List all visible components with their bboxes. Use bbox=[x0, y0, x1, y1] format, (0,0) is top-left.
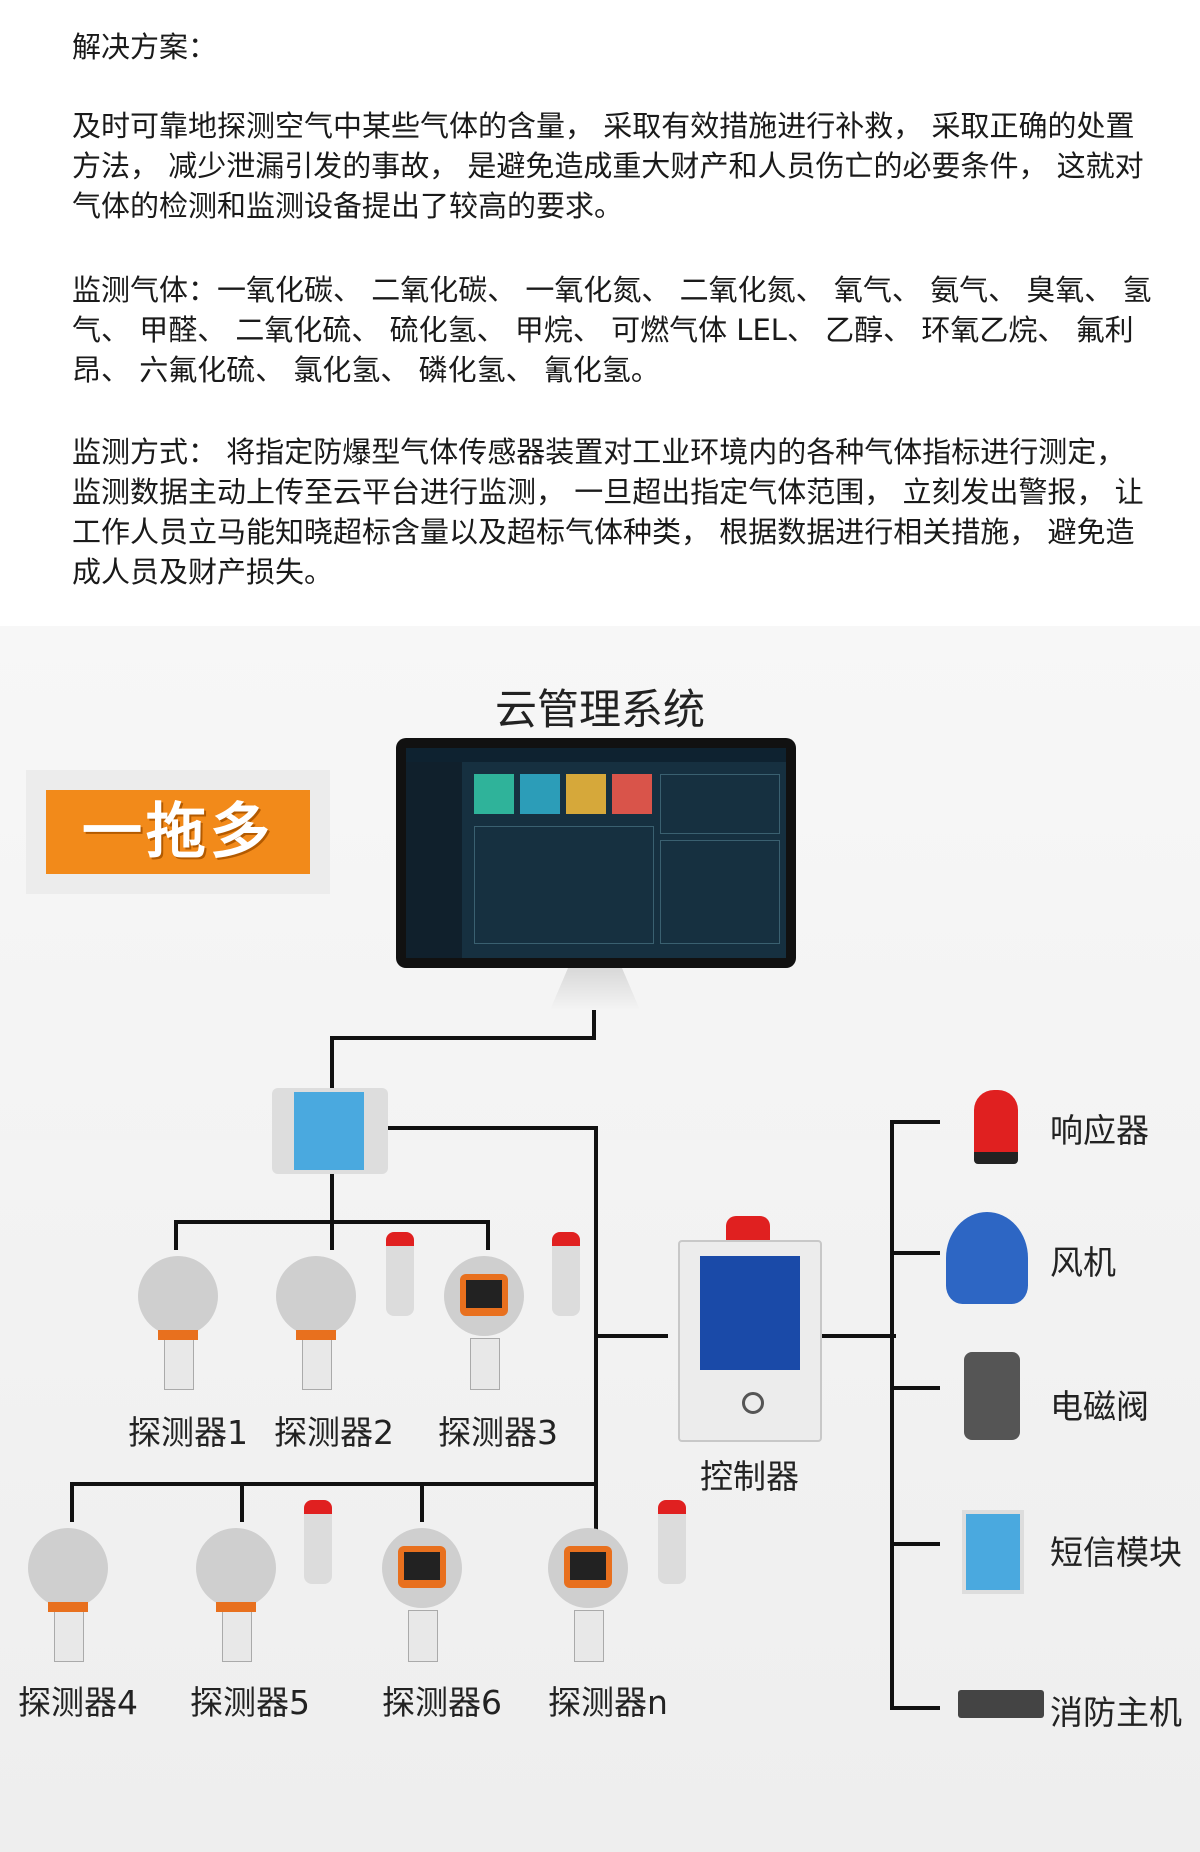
fan-icon bbox=[946, 1212, 1028, 1304]
siren-icon bbox=[974, 1090, 1018, 1164]
intro-paragraph: 及时可靠地探测空气中某些气体的含量， 采取有效措施进行补救， 采取正确的处置方法… bbox=[72, 109, 1144, 223]
controller-knob bbox=[742, 1392, 764, 1414]
output-label-responder: 响应器 bbox=[1050, 1111, 1149, 1150]
detector-4 bbox=[18, 1520, 118, 1670]
controller-cabinet bbox=[678, 1240, 822, 1442]
detector-5 bbox=[186, 1520, 286, 1670]
controller-alarm-light bbox=[726, 1216, 770, 1242]
detector-3 bbox=[434, 1248, 534, 1398]
alarm-light-5 bbox=[304, 1500, 332, 1584]
output-label-fan: 风机 bbox=[1050, 1243, 1116, 1282]
detector-2 bbox=[266, 1248, 366, 1398]
solenoid-valve-icon bbox=[964, 1352, 1020, 1440]
detector-1 bbox=[128, 1248, 228, 1398]
detector-label-4: 探测器4 bbox=[18, 1683, 138, 1722]
detector-n bbox=[538, 1520, 638, 1670]
detector-label-1: 探测器1 bbox=[128, 1413, 248, 1452]
fire-host-icon bbox=[958, 1690, 1044, 1718]
controller-label: 控制器 bbox=[700, 1457, 799, 1496]
gateway-module bbox=[272, 1088, 388, 1174]
gas-list-paragraph: 监测气体：一氧化碳、 二氧化碳、 一氧化氮、 二氧化氮、 氧气、 氨气、 臭氧、… bbox=[72, 273, 1152, 387]
diagram-title: 云管理系统 bbox=[494, 685, 705, 734]
section-heading: 解决方案： bbox=[72, 30, 218, 64]
output-label-valve: 电磁阀 bbox=[1050, 1387, 1149, 1426]
output-label-fire-host: 消防主机 bbox=[1050, 1693, 1182, 1732]
detector-label-6: 探测器6 bbox=[382, 1683, 502, 1722]
alarm-light-2 bbox=[386, 1232, 414, 1316]
monitor-stand bbox=[550, 968, 640, 1010]
method-paragraph: 监测方式： 将指定防爆型气体传感器装置对工业环境内的各种气体指标进行测定， 监测… bbox=[72, 435, 1144, 589]
controller-screen bbox=[700, 1256, 800, 1370]
output-label-sms: 短信模块 bbox=[1050, 1533, 1182, 1572]
alarm-light-n bbox=[658, 1500, 686, 1584]
dashboard-screen bbox=[406, 748, 786, 958]
detector-label-2: 探测器2 bbox=[274, 1413, 394, 1452]
detector-label-n: 探测器n bbox=[548, 1683, 668, 1722]
alarm-light-3 bbox=[552, 1232, 580, 1316]
cloud-monitor bbox=[396, 738, 796, 968]
system-diagram: 云管理系统 一拖多 bbox=[0, 626, 1200, 1852]
detector-6 bbox=[372, 1520, 472, 1670]
one-to-many-badge: 一拖多 bbox=[46, 790, 310, 874]
detector-label-3: 探测器3 bbox=[438, 1413, 558, 1452]
detector-label-5: 探测器5 bbox=[190, 1683, 310, 1722]
sms-module-icon bbox=[962, 1510, 1024, 1594]
